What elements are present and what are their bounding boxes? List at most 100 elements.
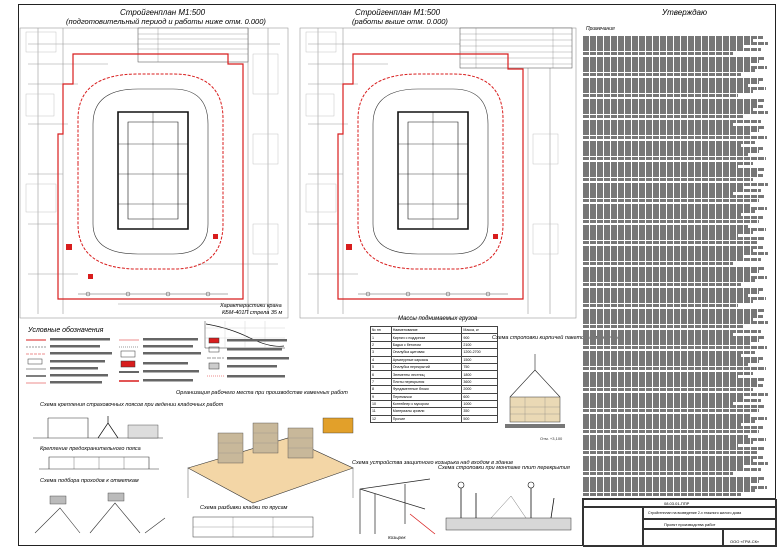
table-cell: 4 [370,355,392,364]
notes-text-line [583,87,766,91]
table-cell: Бадья с бетоном [390,340,463,350]
belt-fixing-sketch [33,416,163,439]
notes-text-line [583,363,748,367]
table-cell: 5 [370,362,392,372]
notes-text-line [583,429,759,433]
notes-text-line [583,66,767,70]
legend-title: Условные обозначения [28,327,104,334]
notes-text-line [583,288,763,291]
notes-text-line [583,477,765,480]
notes-text-line [583,165,738,169]
workplace-sketch [187,417,354,504]
stamp-sheet-cell: Стройгенплан на возведение 2-х этажного … [643,507,777,519]
plan2-subtitle: (работы выше отм. 0.000) [352,17,448,26]
notes-text-line [583,480,759,484]
notes-text-line [583,192,733,196]
notes-text-line [583,69,755,73]
notes-text-line [583,99,764,102]
notes-text-line [583,459,753,463]
notes-text-line [583,60,759,64]
belt-fixing-title: Схема крепления страховочных поясов при … [40,402,224,408]
slab-mount-sketch [445,481,572,531]
notes-text-line [583,123,733,127]
table-cell: 350 [461,407,498,416]
plan2-title: Стройгенплан М1:500 [355,8,441,17]
notes-text-line [583,177,753,181]
notes-text-line [583,108,753,112]
notes-text-line [583,294,748,298]
notes-text-line [583,378,764,382]
notes-text-line [583,342,751,346]
notes-text-line [583,357,763,361]
notes-title: Примечания [586,26,615,32]
table-cell: 6 [370,370,392,379]
notes-text-line [583,351,755,354]
legend-symbols [26,337,289,384]
stamp-org: ООО «ГРИ-СК» [730,539,760,544]
table-cell: 2100 [461,340,498,350]
notes-text-line [583,315,763,319]
notes-text-line [583,207,767,211]
title-block: 08.03.01-ППР Стройгенплан на возведение … [582,498,777,547]
notes-text-line [583,336,765,340]
table-cell: 750 [461,362,498,372]
notes-text-line [583,231,753,235]
notes-text-line [583,270,759,274]
notes-text-line [583,114,743,118]
approved-label: Утверждаю [662,8,707,17]
visor-title: Схема устройства защитного козырька над … [352,460,514,466]
notes-text-line [583,81,759,85]
notes-text-line [583,129,759,133]
notes-text-line [583,63,751,67]
visor-label: Козырек [388,535,406,540]
notes-text-line [583,486,767,490]
notes-text-line [583,156,766,160]
notes-text-line [583,417,767,421]
notes-text-line [583,204,751,207]
notes-text-line [583,435,748,438]
notes-text-line [583,258,761,262]
sheet-frame [18,4,776,546]
stamp-signatures [583,507,643,547]
slinging-title: Схема строповки кирпичей пакетом и поддо… [492,335,620,341]
notes-text-line [583,171,757,175]
notes-text-line [583,303,738,307]
notes-text-line [583,381,757,385]
notes-text-line [583,450,757,454]
table-cell: 1800 [461,370,498,379]
crane-model: КБМ-401П стрела 35 м [222,310,283,316]
notes-text-line [583,273,751,277]
table-cell: 3 [370,348,392,357]
notes-text-line [583,441,753,445]
notes-text-line [583,120,761,123]
protective-belt-title: Крепление предохранительного пояса [40,446,141,452]
table-cell: Контейнер с мусором [390,399,463,409]
notes-text-line [583,276,767,280]
notes-text-line [583,255,743,259]
notes-text-line [583,399,761,403]
notes-text-line [583,132,751,136]
stamp-org-cell: ООО «ГРИ-СК» [723,529,777,547]
notes-text-line [583,414,751,417]
header-cell: Наименование [390,325,463,335]
notes-text-line [583,366,766,370]
table-cell: 500 [461,414,498,424]
notes-text-line [583,144,741,148]
stamp-project: Проект производства работ [664,522,716,527]
notes-text-line [583,447,764,451]
notes-text-line [583,312,757,316]
header-cell: № пп [370,325,392,335]
table-cell: 9 [370,392,392,401]
table-cell: 1200-2700 [461,348,498,357]
notes-text-line [583,168,764,172]
notes-text-line [583,45,743,49]
notes-text-line [583,225,748,228]
notes-text-line [583,102,757,106]
notes-text-line [583,111,768,115]
table-cell: Кирпич с поддоном [390,333,463,342]
